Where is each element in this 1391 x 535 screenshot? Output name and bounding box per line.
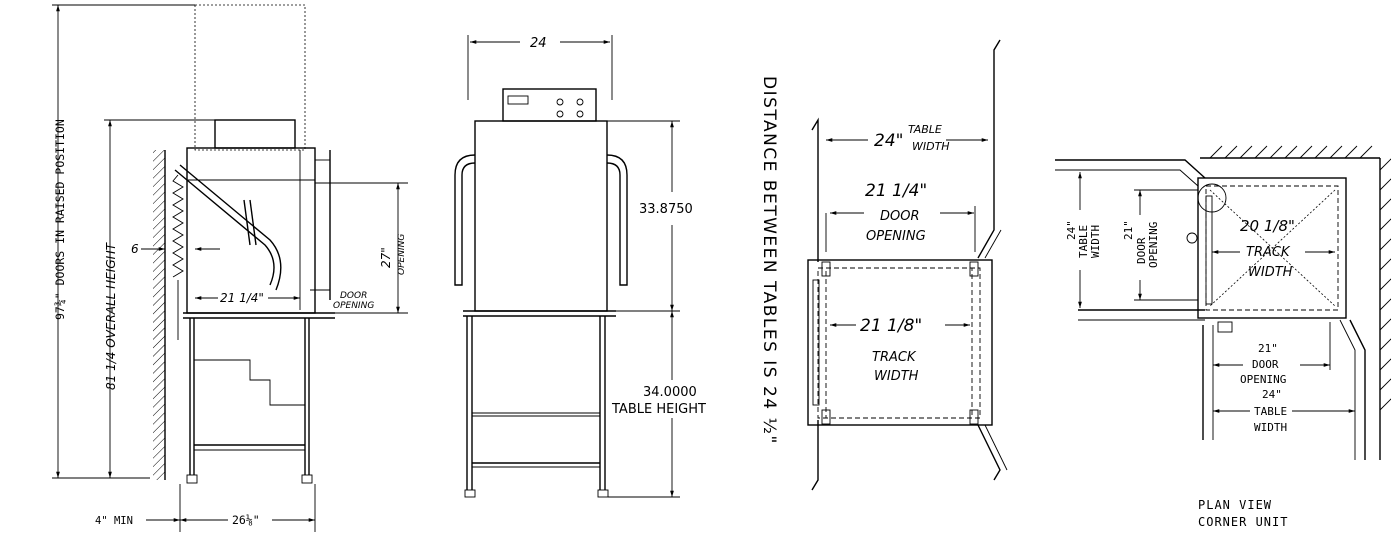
corner-door-horiz-label-1: DOOR bbox=[1252, 358, 1279, 371]
raised-door-outline bbox=[194, 4, 306, 151]
corner-table-width-horiz: 24" bbox=[1262, 388, 1282, 401]
door-opening-height: 27" bbox=[379, 247, 393, 268]
plan-door-label-2: OPENING bbox=[866, 229, 926, 244]
side-view: 97¾" DOORS IN RAISED POSITION 81 1/4 OVE… bbox=[52, 4, 408, 532]
raised-height-label: 97¾" DOORS IN RAISED POSITION bbox=[53, 119, 67, 320]
plan-corner-view: 24" TABLE WIDTH 21" DOOR OPENING 20 1/8"… bbox=[1055, 145, 1391, 529]
depth-label: 26⅛" bbox=[232, 513, 260, 527]
corner-track-width: 20 1/8" bbox=[1240, 217, 1295, 235]
door-opening-height-label: OPENING bbox=[397, 234, 407, 275]
corner-table-horiz-label-1: TABLE bbox=[1254, 405, 1287, 418]
hood bbox=[186, 147, 316, 314]
plan-track-label-1: TRACK bbox=[872, 350, 917, 365]
corner-track-label-2: WIDTH bbox=[1248, 265, 1293, 280]
plan-table-width-label-1: TABLE bbox=[908, 123, 942, 136]
plan-table-width: 24" bbox=[874, 131, 903, 151]
machine-plan-body bbox=[807, 259, 993, 426]
plan-track-width: 21 1/8" bbox=[860, 316, 922, 336]
corner-door-horiz-label-2: OPENING bbox=[1240, 373, 1286, 386]
side-door-label-1: DOOR bbox=[340, 291, 367, 301]
front-view: 24 33.8750 34.0000 TABLE HEI bbox=[454, 35, 706, 498]
corner-door-opening-vert: 21" bbox=[1122, 220, 1135, 240]
front-width-label: 24 bbox=[530, 36, 547, 51]
corner-machine-body bbox=[1197, 177, 1347, 319]
side-door-label-2: OPENING bbox=[333, 301, 374, 311]
corner-door-vert-label-2: OPENING bbox=[1147, 222, 1160, 268]
door-width-label: 21 1/4" bbox=[220, 291, 264, 305]
upper-height-label: 33.8750 bbox=[639, 202, 693, 217]
plan-straight-view: 24" TABLE WIDTH 21 1/4" DOOR OPENING 21 … bbox=[807, 39, 1008, 491]
corner-table-horiz-label-2: WIDTH bbox=[1254, 421, 1287, 434]
distance-note: DISTANCE BETWEEN TABLES IS 24 ½" bbox=[759, 76, 779, 445]
corner-table-width-vert-label-2: WIDTH bbox=[1089, 225, 1102, 258]
corner-table-width-vert-label-1: TABLE bbox=[1077, 225, 1090, 258]
plan-door-label-1: DOOR bbox=[880, 209, 920, 224]
wall-hatch bbox=[153, 150, 165, 480]
front-hood bbox=[474, 120, 608, 312]
overall-height-label: 81 1/4 OVERALL HEIGHT bbox=[104, 241, 118, 390]
plan-table-width-label-2: WIDTH bbox=[912, 140, 950, 153]
corner-table-width-vert: 24" bbox=[1065, 220, 1078, 240]
table-height-value: 34.0000 bbox=[643, 385, 697, 400]
min-clearance-label: 4" MIN bbox=[95, 515, 133, 527]
corner-door-vert-label-1: DOOR bbox=[1135, 237, 1148, 264]
table-height-label: TABLE HEIGHT bbox=[611, 402, 706, 417]
spring bbox=[172, 174, 184, 278]
corner-track-label-1: TRACK bbox=[1246, 245, 1291, 260]
corner-caption-1: PLAN VIEW bbox=[1198, 498, 1272, 512]
corner-caption-2: CORNER UNIT bbox=[1198, 515, 1288, 529]
clearance-6-label: 6 bbox=[131, 242, 139, 256]
corner-door-opening-horiz: 21" bbox=[1258, 342, 1278, 355]
plan-track-label-2: WIDTH bbox=[874, 369, 919, 384]
plan-door-opening: 21 1/4" bbox=[865, 181, 927, 201]
